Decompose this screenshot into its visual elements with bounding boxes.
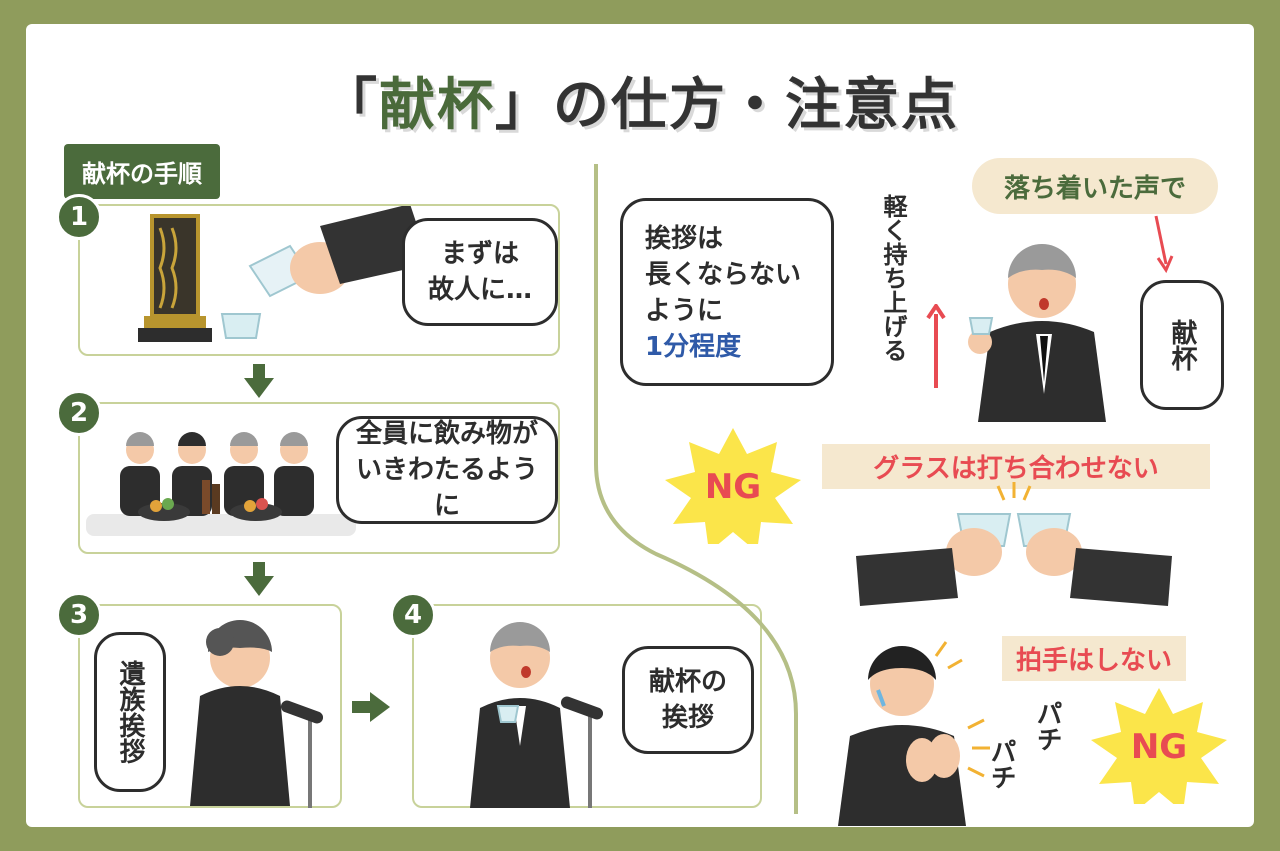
arrow-down-icon — [244, 562, 274, 596]
step-3-number: 3 — [56, 592, 102, 638]
step-2-bubble: 全員に飲み物が いきわたるように — [336, 416, 558, 524]
kenpai-speech-illustration — [470, 622, 604, 808]
step-3-bubble: 遺族挨拶 — [94, 632, 166, 792]
greeting-line-1: 挨拶は — [645, 224, 724, 254]
arrow-down-icon — [244, 364, 274, 398]
ng-burst-icon: NG — [1091, 688, 1227, 804]
man-raising-glass-illustration — [968, 244, 1106, 422]
no-clink-warning: グラスは打ち合わせない — [822, 444, 1210, 489]
title-bracket-open: 「 — [321, 73, 379, 138]
step-1-number: 1 — [56, 194, 102, 240]
kenpai-bubble: 献杯 — [1140, 280, 1224, 410]
lift-label: 軽く持ち上げる — [879, 194, 907, 362]
title-accent: 献杯 — [379, 73, 495, 138]
greeting-line-2: 長くならない — [645, 260, 802, 290]
ng-label: NG — [705, 467, 761, 507]
infographic-canvas: 「献杯」の仕方・注意点 献杯の手順 まずは 故人に… 1 — [26, 24, 1254, 827]
title-bracket-close: 」 — [495, 73, 553, 138]
steps-tag: 献杯の手順 — [64, 144, 220, 199]
man-clapping-illustration — [838, 641, 990, 826]
clap-sound-2: パチ — [986, 738, 1016, 790]
page-title: 「献杯」の仕方・注意点 — [26, 60, 1254, 141]
bereaved-family-speech-illustration — [190, 620, 324, 808]
section-divider — [594, 164, 798, 814]
step-1-panel: まずは 故人に… — [78, 204, 560, 356]
greeting-line-3: ように — [645, 296, 724, 326]
step-4-panel: 献杯の 挨拶 — [412, 604, 762, 808]
greeting-advice-bubble: 挨拶は 長くならない ように 1分程度 — [620, 198, 834, 386]
arrow-right-icon — [352, 692, 390, 722]
family-table-illustration — [86, 432, 356, 536]
step-4-number: 4 — [390, 592, 436, 638]
step-3-panel: 遺族挨拶 — [78, 604, 342, 808]
arrow-down-red-icon — [1154, 215, 1174, 274]
no-clap-warning: 拍手はしない — [1002, 636, 1186, 681]
clinking-glasses-illustration — [856, 482, 1172, 606]
ng-burst-icon: NG — [665, 428, 801, 544]
step-4-bubble: 献杯の 挨拶 — [622, 646, 754, 754]
step-2-number: 2 — [56, 390, 102, 436]
calm-voice-badge: 落ち着いた声で — [972, 158, 1218, 214]
clap-sound-1: パチ — [1032, 700, 1062, 752]
title-rest: の仕方・注意点 — [553, 73, 959, 138]
arrow-up-icon — [926, 304, 946, 388]
step-2-panel: 全員に飲み物が いきわたるように — [78, 402, 560, 554]
ng-label: NG — [1131, 727, 1187, 767]
greeting-emphasis: 1分程度 — [645, 332, 742, 362]
step-1-bubble: まずは 故人に… — [402, 218, 558, 326]
